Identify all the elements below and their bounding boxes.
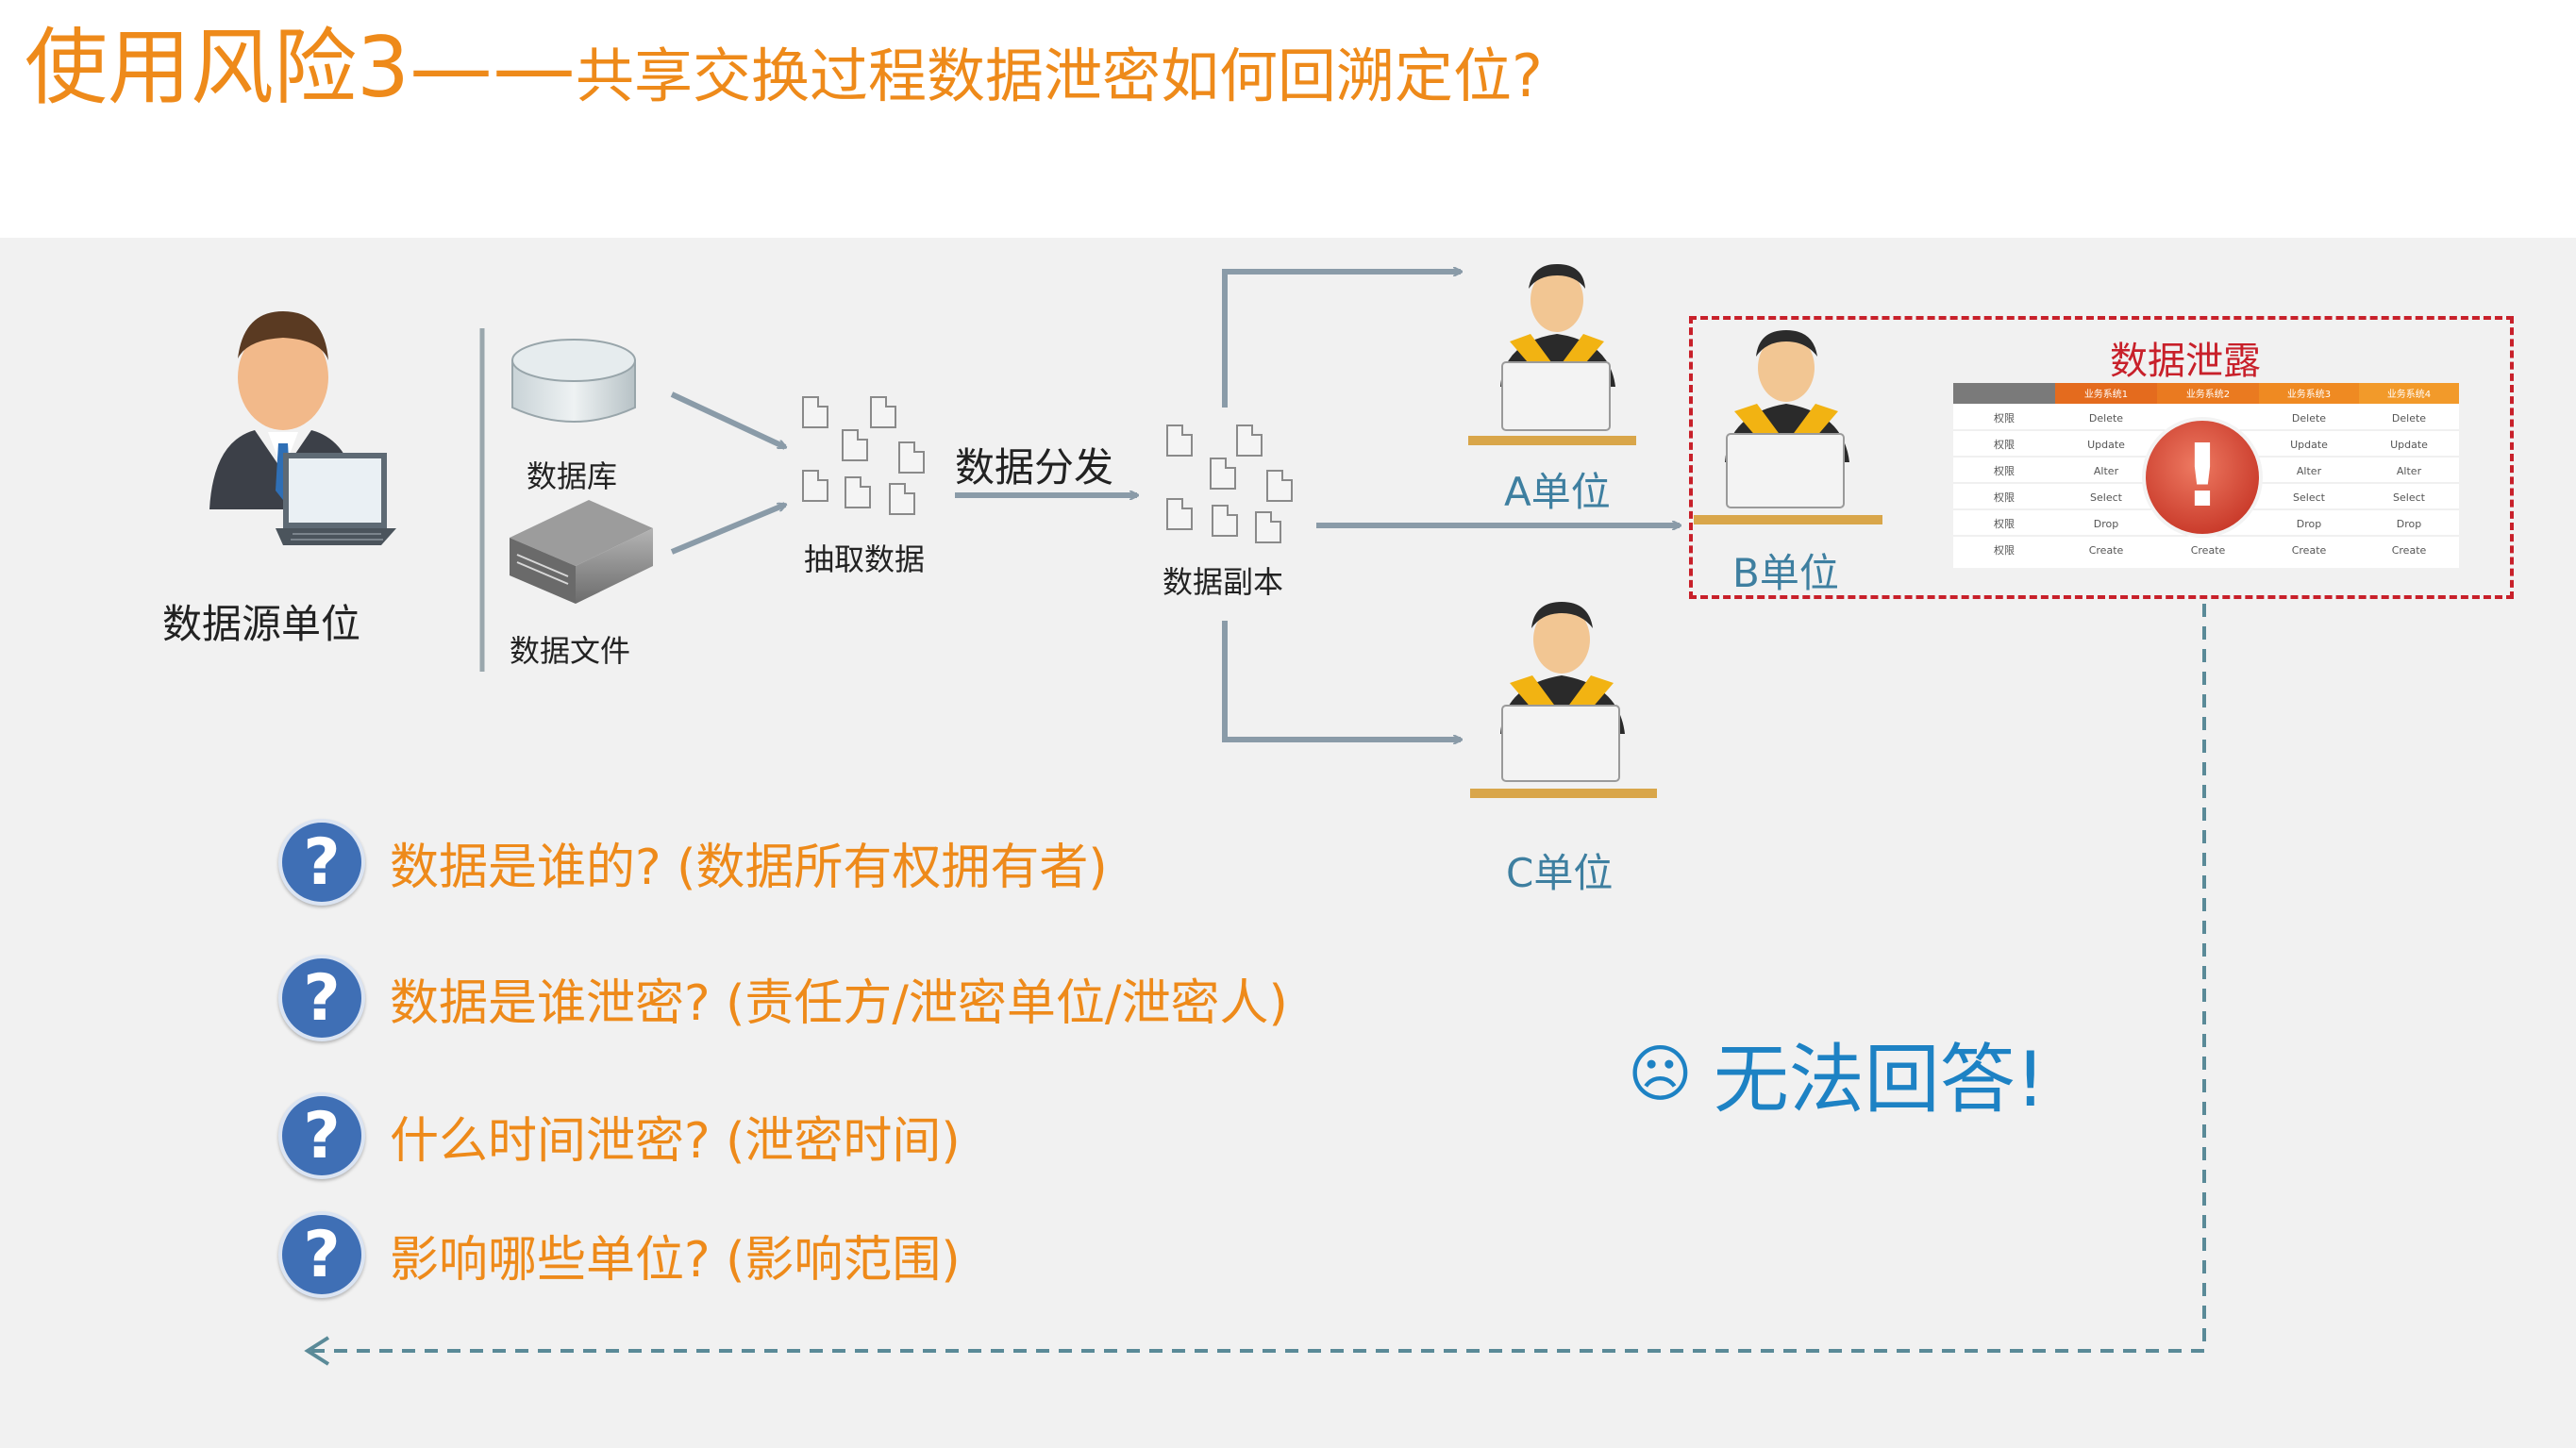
trace-back-arrowhead xyxy=(304,1336,330,1366)
table-cell: 权限 xyxy=(1994,412,2015,424)
table-cell: Delete xyxy=(2392,412,2426,424)
data-leak-box xyxy=(1689,316,2514,599)
question-icon: ? xyxy=(278,1092,365,1179)
file-label: 数据文件 xyxy=(510,633,631,669)
sad-face-icon: ☹ xyxy=(1628,1037,1693,1110)
table-cell: Create xyxy=(2392,544,2427,557)
extract-label: 抽取数据 xyxy=(804,541,926,577)
answer-text: 无法回答! xyxy=(1713,1036,2046,1123)
unit-c-label: C单位 xyxy=(1506,850,1614,896)
table-cell: Alter xyxy=(2397,465,2422,477)
table-cell: 权限 xyxy=(1994,491,2015,504)
unit-c-person-icon xyxy=(1470,602,1657,798)
table-cell: Delete xyxy=(2089,412,2123,424)
table-cell: 权限 xyxy=(1994,465,2015,477)
leak-title: 数据泄露 xyxy=(2110,340,2261,383)
table-cell: Alter xyxy=(2297,465,2322,477)
leak-permission-table: 业务系统1 业务系统2 业务系统3 业务系统4 权限 Delete Delete Delet… xyxy=(1953,383,2459,568)
question-icon: ? xyxy=(278,819,365,906)
database-icon xyxy=(511,339,636,423)
table-cell: 权限 xyxy=(1994,439,2015,451)
table-cell: Select xyxy=(2293,491,2326,504)
table-cell: Drop xyxy=(2297,518,2321,530)
question-text: 什么时间泄密? (泄密时间) xyxy=(390,1112,961,1170)
question-text: 影响哪些单位? (影响范围) xyxy=(390,1231,961,1289)
alert-glyph: ! xyxy=(2183,425,2222,526)
slide-title: 使用风险3——共享交换过程数据泄密如何回溯定位? xyxy=(25,26,1543,109)
table-header-cell: 业务系统2 xyxy=(2186,388,2230,400)
table-cell: Delete xyxy=(2292,412,2326,424)
copy-label: 数据副本 xyxy=(1163,564,1284,600)
arrow-copy-to-a xyxy=(1222,272,1461,408)
table-cell: Drop xyxy=(2397,518,2421,530)
title-main: 使用风险3—— xyxy=(25,19,576,116)
arrow-copy-to-c xyxy=(1222,621,1461,740)
source-label: 数据源单位 xyxy=(162,601,361,647)
distribute-label: 数据分发 xyxy=(955,444,1114,491)
table-cell: Select xyxy=(2090,491,2123,504)
question-text: 数据是谁的? (数据所有权拥有者) xyxy=(390,839,1108,896)
unit-a-person-icon xyxy=(1468,264,1636,445)
answer-callout: ☹ 无法回答! xyxy=(1628,1019,2046,1128)
unit-a-label: A单位 xyxy=(1504,469,1611,515)
trace-back-dashed-arrow xyxy=(311,604,2206,1353)
question-icon: ? xyxy=(278,955,365,1041)
question-icon: ? xyxy=(278,1211,365,1298)
alert-icon xyxy=(2142,417,2263,538)
database-label: 数据库 xyxy=(527,458,618,494)
table-cell: Create xyxy=(2089,544,2124,557)
table-cell: Select xyxy=(2393,491,2426,504)
question-text: 数据是谁泄密? (责任方/泄密单位/泄密人) xyxy=(390,974,1288,1032)
unit-b-person-icon xyxy=(1694,330,1882,524)
table-header-cell: 业务系统1 xyxy=(2084,388,2128,400)
table-cell: Create xyxy=(2292,544,2327,557)
table-cell: Drop xyxy=(2094,518,2118,530)
arrow-db-to-extract xyxy=(670,391,785,450)
title-sub: 共享交换过程数据泄密如何回溯定位? xyxy=(576,42,1543,110)
source-person-icon xyxy=(209,311,396,545)
table-header-cell: 业务系统4 xyxy=(2387,388,2431,400)
arrow-file-to-extract xyxy=(670,502,785,555)
table-header-cell: 业务系统3 xyxy=(2287,388,2331,400)
table-cell: 权限 xyxy=(1994,544,2015,557)
table-cell: Update xyxy=(2390,439,2428,451)
question-item: ? 数据是谁的? (数据所有权拥有者) xyxy=(278,817,1108,907)
question-item: ? 影响哪些单位? (影响范围) xyxy=(278,1209,961,1300)
table-cell: Create xyxy=(2191,544,2226,557)
table-cell: Alter xyxy=(2094,465,2119,477)
file-server-icon xyxy=(510,500,653,604)
table-cell: Update xyxy=(2290,439,2328,451)
unit-b-label: B单位 xyxy=(1732,550,1839,596)
table-cell: 权限 xyxy=(1994,518,2015,530)
table-cell: Update xyxy=(2087,439,2125,451)
question-item: ? 数据是谁泄密? (责任方/泄密单位/泄密人) xyxy=(278,953,1288,1043)
question-item: ? 什么时间泄密? (泄密时间) xyxy=(278,1090,961,1181)
